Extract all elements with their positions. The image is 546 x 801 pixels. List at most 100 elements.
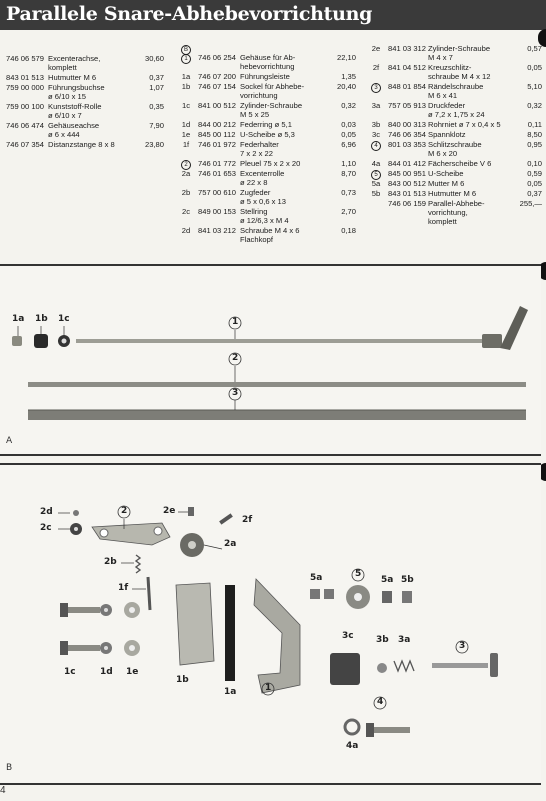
part-1-housing xyxy=(253,578,301,694)
panel-marker-b: B xyxy=(6,763,13,773)
part-number: 746 06 474 xyxy=(6,121,45,130)
part-number: 841 03 212 xyxy=(198,226,237,235)
part-price: 5,10 xyxy=(527,82,542,91)
part-3c-clamp xyxy=(330,653,360,685)
part-1a-sleeve xyxy=(12,336,22,346)
part-description: Gehäuse für Ab-hebevorrichtung xyxy=(240,53,296,71)
part-index: 3a xyxy=(371,101,381,110)
part-index: 2a xyxy=(181,169,191,178)
part-description: Excenterachse,komplett xyxy=(48,54,101,72)
callout-5a: 5a xyxy=(310,573,323,583)
callout-1a: 1a xyxy=(12,314,25,324)
callout-3c: 3c xyxy=(342,631,354,641)
part-index: 5b xyxy=(371,189,381,198)
page-title: Parallele Snare-Abhebevorrichtung xyxy=(6,3,373,25)
part-description: Mutter M 6 xyxy=(428,179,465,188)
callout-3b: 3b xyxy=(376,635,389,645)
rod-3 xyxy=(28,410,526,420)
part-number: 746 06 159 xyxy=(388,199,427,208)
part-number: 841 04 512 xyxy=(388,63,427,72)
part-price: 1,35 xyxy=(341,72,356,81)
part-number: 844 00 212 xyxy=(198,120,237,129)
part-index: 5 xyxy=(366,169,386,180)
callout-1e: 1e xyxy=(126,667,139,677)
part-price: 8,50 xyxy=(527,130,542,139)
part-index: 2b xyxy=(181,188,191,197)
part-description: Spannklotz xyxy=(428,130,466,139)
callout-5: 5 xyxy=(355,569,362,579)
part-price: 0,57 xyxy=(527,44,542,53)
part-price: 7,90 xyxy=(149,121,164,130)
part-number: 746 06 254 xyxy=(198,53,237,62)
diagram-panel-a: 1a 1b 1c 1 2 3 A xyxy=(0,264,541,456)
part-description: U-Scheibe ø 5,3 xyxy=(240,130,295,139)
lever-handle xyxy=(500,306,528,350)
callout-1f: 1f xyxy=(118,583,129,593)
part-index: 1b xyxy=(181,82,191,91)
part-price: 20,40 xyxy=(336,82,356,91)
part-description: Kreuzschlitz-schraube M 4 x 12 xyxy=(428,63,491,81)
part-price: 255,— xyxy=(519,199,542,208)
callout-3: 3 xyxy=(232,388,239,398)
part-price: 0,59 xyxy=(527,169,542,178)
part-number: 848 01 854 xyxy=(388,82,427,91)
part-number: 746 07 354 xyxy=(6,140,45,149)
part-price: 6,96 xyxy=(341,140,356,149)
part-index: 4 xyxy=(366,140,386,151)
callout-2c: 2c xyxy=(40,523,52,533)
callout-5a-2: 5a xyxy=(381,575,394,585)
part-index: 1d xyxy=(181,120,191,129)
part-number: 844 01 412 xyxy=(388,159,427,168)
part-number: 746 07 154 xyxy=(198,82,237,91)
part-number: 757 00 610 xyxy=(198,188,237,197)
part-index: 2f xyxy=(372,63,380,72)
section-b-marker: B xyxy=(176,44,364,55)
edge-tab-marker xyxy=(538,29,546,47)
part-index: 3c xyxy=(371,130,381,139)
part-number: 757 05 913 xyxy=(388,101,427,110)
part-price: 0,37 xyxy=(527,189,542,198)
panel-marker-a: A xyxy=(6,436,13,446)
part-price: 0,95 xyxy=(527,140,542,149)
part-1b-base xyxy=(175,582,215,666)
part-price: 0,32 xyxy=(527,101,542,110)
part-index: 1c xyxy=(181,101,191,110)
part-index: 1f xyxy=(182,140,190,149)
part-index: 2d xyxy=(181,226,191,235)
exploded-parts-photo xyxy=(58,505,498,737)
callout-4a: 4a xyxy=(346,741,359,751)
part-number: 841 00 512 xyxy=(198,101,237,110)
part-number: 759 00 000 xyxy=(6,83,45,92)
part-price: 0,32 xyxy=(341,101,356,110)
title-banner: Parallele Snare-Abhebevorrichtung xyxy=(0,0,546,30)
part-index: 2c xyxy=(181,207,191,216)
part-description: Parallel-Abhebe-vorrichtung,komplett xyxy=(428,199,485,226)
part-description: Rohrniet ø 7 x 0,4 x 5 xyxy=(428,120,501,129)
part-index: 3b xyxy=(371,120,381,129)
callout-2: 2 xyxy=(121,506,128,516)
part-description: Hutmutter M 6 xyxy=(428,189,477,198)
part-number: 845 00 951 xyxy=(388,169,427,178)
part-price: 0,73 xyxy=(341,188,356,197)
diagram-panel-b: 2d 2c 2 2e 2f 2a 2b 1f 5a 5 5a 5b 1c 1d … xyxy=(0,463,541,785)
callout-2e: 2e xyxy=(163,506,176,516)
